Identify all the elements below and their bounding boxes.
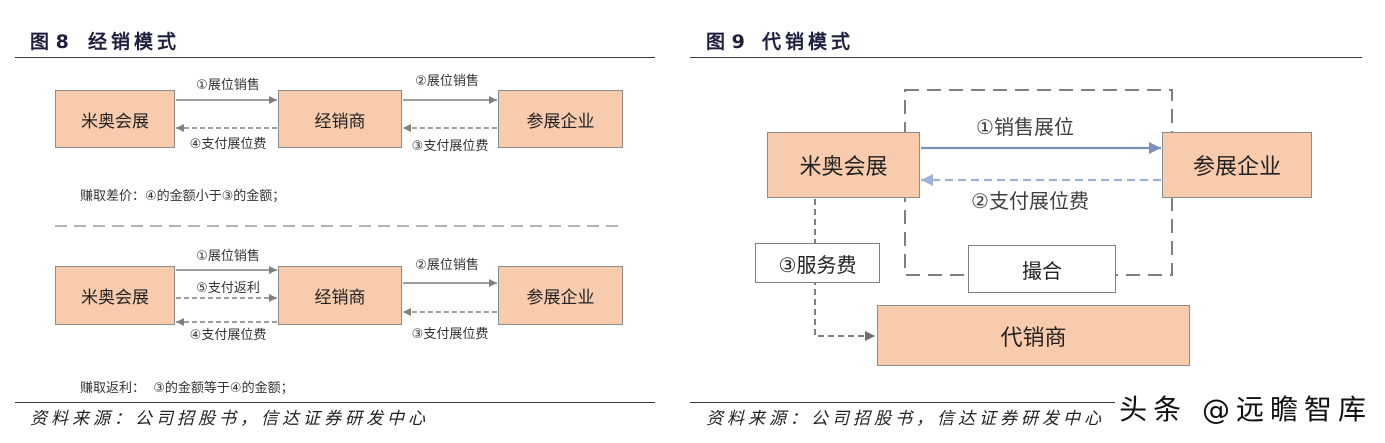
figure-8-top-note: 赚取差价：④的金额小于③的金额； (80, 189, 286, 204)
figure-9-label-pay-to-organizer: ②支付展位费 (971, 189, 1089, 213)
figure-8-bottom-node-exhibitor: 参展企业 (498, 266, 623, 325)
figure-8-bottom-note: 赚取返利： ③的金额等于④的金额； (80, 381, 294, 396)
figure-8-top-label-sale-to-dealer: ①展位销售 (196, 78, 260, 93)
figure-8-number: 图 8 (30, 31, 69, 53)
figure-8-top-node-organizer: 米奥会展 (55, 90, 175, 148)
figure-9-title: 代销模式 (762, 31, 855, 53)
figure-8-title: 经销模式 (88, 31, 181, 53)
watermark: 头条 @远瞻智库 (1115, 393, 1372, 427)
figure-8-bottom-label-pay-to-dealer: ③支付展位费 (411, 327, 489, 342)
figure-9-node-organizer: 米奥会展 (767, 132, 920, 198)
figure-9-source: 资料来源：公司招股书，信达证券研发中心 (706, 409, 1105, 429)
figure-9-label-sale-to-exhibitor: ①销售展位 (976, 115, 1074, 139)
figure-9-service-fee-label: ③服务费 (755, 243, 880, 283)
figure-8-source-rule (15, 402, 655, 403)
figure-9-title-rule (690, 57, 1362, 58)
figure-8-top-label-sale-to-exhibitor: ②展位销售 (415, 74, 479, 89)
figure-8-bottom-label-pay-to-organizer: ④支付展位费 (189, 328, 267, 343)
figure-9-node-agent: 代销商 (877, 305, 1190, 366)
figure-8-bottom-label-sale-to-exhibitor: ②展位销售 (415, 258, 479, 273)
figure-9-number: 图 9 (706, 31, 745, 53)
figure-8-bottom-label-rebate-to-dealer: ⑤支付返利 (196, 281, 260, 296)
figure-8-bottom-label-sale-to-dealer: ①展位销售 (196, 249, 260, 264)
figure-8-top-label-pay-to-organizer: ④支付展位费 (189, 137, 267, 152)
figure-9-node-exhibitor: 参展企业 (1162, 132, 1312, 198)
figure-8-bottom-node-dealer: 经销商 (278, 266, 402, 325)
figure-9-matchmaking-box: 撮合 (968, 245, 1116, 293)
figure-8-top-label-pay-to-dealer: ③支付展位费 (411, 139, 489, 154)
figure-8-top-node-dealer: 经销商 (278, 90, 402, 148)
figure-8-bottom-node-organizer: 米奥会展 (55, 266, 175, 325)
figure-8-source: 资料来源：公司招股书，信达证券研发中心 (30, 409, 429, 429)
figure-8-title-rule (15, 57, 655, 58)
figure-8-top-node-exhibitor: 参展企业 (498, 90, 623, 148)
figure-9-source-rule (690, 402, 1362, 403)
